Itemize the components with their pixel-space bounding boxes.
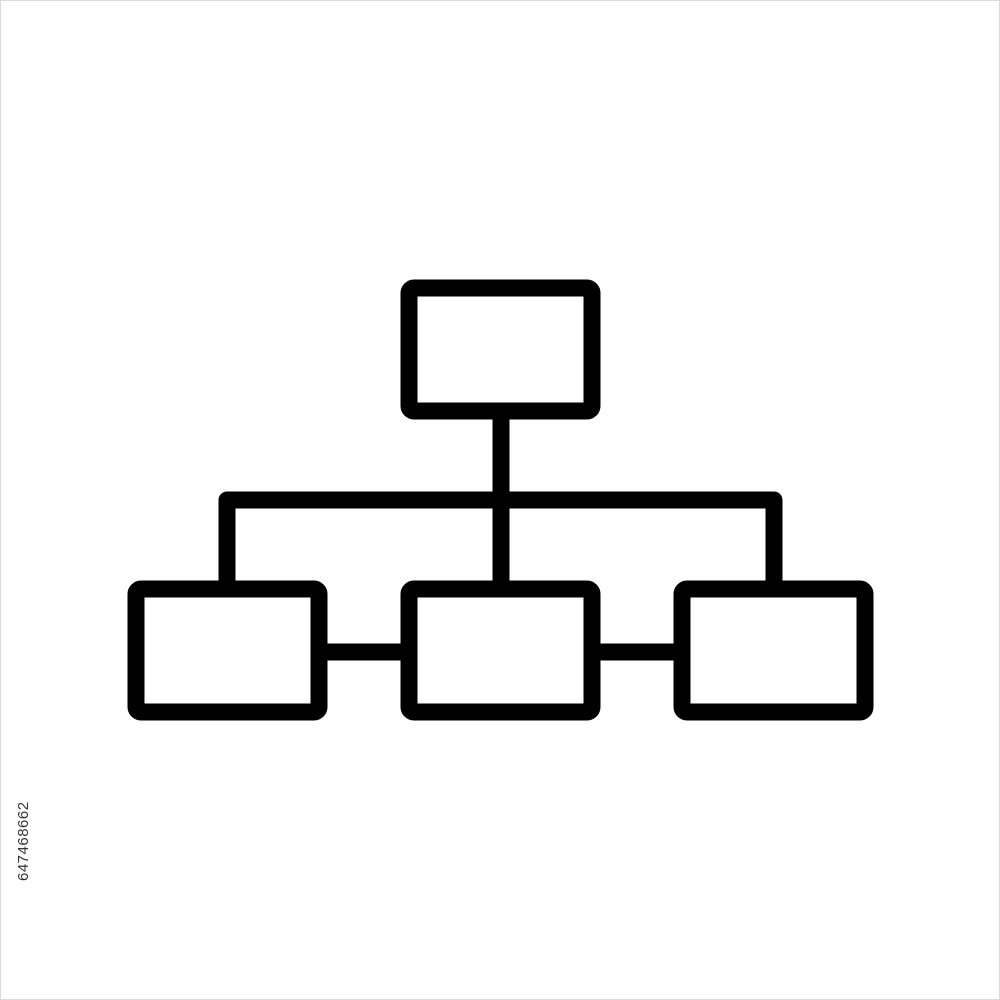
branch-connector bbox=[218, 491, 783, 589]
left-box bbox=[127, 580, 328, 721]
right-box bbox=[673, 580, 874, 721]
center-box bbox=[400, 580, 601, 721]
top-box bbox=[400, 279, 601, 420]
stock-id-label: 647468662 bbox=[15, 801, 32, 881]
